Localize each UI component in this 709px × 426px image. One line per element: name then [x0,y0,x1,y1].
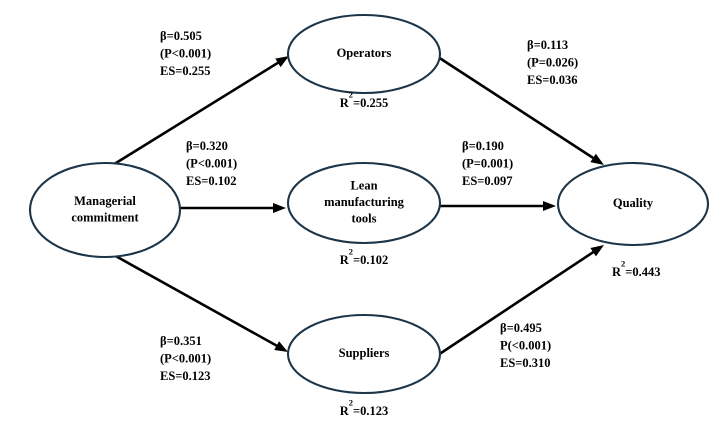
r-squared-value: =0.255 [353,96,388,110]
edge-label-line: β=0.505 [160,29,202,43]
r-squared-label: R2=0.255 [340,90,389,111]
edge-label-line: β=0.495 [500,321,542,335]
node-label-line: Managerial [74,194,136,208]
edge-managerial-commitment-to-lean-tools [180,203,286,213]
edge-label-line: ES=0.255 [160,64,211,78]
edge-label-line: (P<0.001) [160,352,211,366]
edge-label-line: β=0.351 [160,334,202,348]
node-ellipse[interactable] [28,161,182,259]
edge-suppliers-to-quality [437,245,604,357]
arrowhead-icon [273,203,286,213]
r-squared-label: R2=0.102 [340,247,389,268]
r-squared-exponent: 2 [621,259,625,269]
edge-label-line: (P=0.001) [462,157,513,171]
edge-labels-layer: β=0.505 (P<0.001) ES=0.255 β=0.320 (P<0.001)… [160,29,578,383]
node-label-line: Lean [350,178,377,192]
edge-label-line: (P=0.026) [527,56,578,70]
node-label: Suppliers [339,346,390,360]
edge-label-managerial-commitment-to-operators: β=0.505 (P<0.001) ES=0.255 [160,29,211,78]
edge-line [437,249,596,357]
edges-layer [102,55,604,357]
edge-managerial-commitment-to-suppliers [102,247,288,352]
edge-label-line: ES=0.097 [462,174,513,188]
node-label-line: Quality [613,196,654,210]
edge-label-line: ES=0.310 [500,356,551,370]
node-ellipse[interactable] [556,161,709,247]
r-squared-symbol: R [612,265,622,279]
r-squared-symbol: R [340,404,350,418]
arrowhead-icon [275,56,289,68]
edge-label-line: ES=0.123 [160,369,211,383]
r-squared-exponent: 2 [349,247,353,257]
edge-label-line: (P<0.001) [186,157,237,171]
node-managerial-commitment[interactable]: Managerial commitment [28,161,182,259]
edge-label-line: β=0.113 [527,38,568,52]
node-label: Quality [613,196,654,210]
node-ellipse[interactable] [286,313,442,395]
edge-line [102,60,281,173]
edge-label-lean-tools-to-quality: β=0.190 (P=0.001) ES=0.097 [462,139,513,188]
edge-label-managerial-commitment-to-lean-tools: β=0.320 (P<0.001) ES=0.102 [186,139,237,188]
node-label-line: tools [352,211,377,225]
edge-label-line: P(<0.001) [500,339,551,353]
node-label-line: commitment [71,210,139,224]
node-ellipse[interactable] [286,161,442,245]
arrowhead-icon [590,153,604,165]
r-squared-symbol: R [340,96,350,110]
r-squared-exponent: 2 [349,398,353,408]
node-label: Lean manufacturing tools [324,178,405,225]
r-squared-value: =0.123 [353,404,388,418]
node-label-line: Operators [337,46,392,60]
r-squared-value: =0.443 [625,265,660,279]
edge-label-line: β=0.320 [186,139,228,153]
edge-label-line: ES=0.102 [186,174,237,188]
node-label-line: manufacturing [324,195,405,209]
edge-operators-to-quality [437,55,604,165]
arrowhead-icon [590,245,604,257]
edge-line [437,55,596,161]
edge-label-line: ES=0.036 [527,73,578,87]
arrowhead-icon [274,341,288,352]
r-squared-label: R2=0.443 [612,259,661,280]
node-ellipse[interactable] [286,13,442,95]
r-squared-exponent: 2 [349,90,353,100]
edge-line [102,247,280,348]
node-label: Managerial commitment [71,194,139,225]
edge-lean-tools-to-quality [440,201,556,211]
edge-label-line: β=0.190 [462,139,504,153]
node-label-line: Suppliers [339,346,390,360]
edge-label-operators-to-quality: β=0.113 (P=0.026) ES=0.036 [527,38,578,87]
r-squared-value: =0.102 [353,253,388,267]
r-squared-symbol: R [340,253,350,267]
edge-managerial-commitment-to-operators [102,56,289,173]
r-squared-label: R2=0.123 [340,398,389,419]
arrowhead-icon [543,201,556,211]
edge-label-managerial-commitment-to-suppliers: β=0.351 (P<0.001) ES=0.123 [160,334,211,383]
edge-label-line: (P<0.001) [160,47,211,61]
node-label: Operators [337,46,392,60]
